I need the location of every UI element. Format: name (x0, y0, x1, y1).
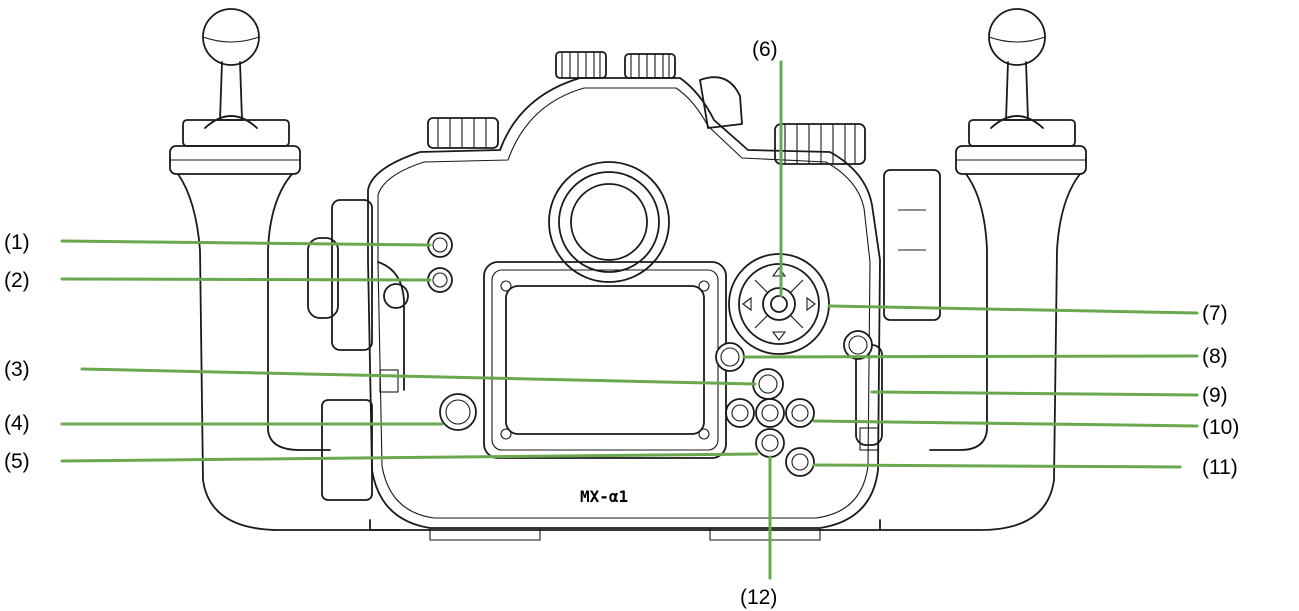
callout-3: (3) (4, 358, 30, 381)
callout-11: (11) (1202, 456, 1238, 479)
callout-7: (7) (1202, 302, 1228, 325)
callout-labels: (1) (2) (3) (4) (5) (6) (7) (8) (9) (10)… (4, 38, 1239, 609)
button-10 (785, 398, 815, 428)
button-9 (843, 330, 873, 360)
callout-4: (4) (4, 412, 30, 435)
callout-2: (2) (4, 269, 30, 292)
housing-body (367, 77, 881, 541)
callout-10: (10) (1202, 416, 1239, 439)
button-11 (785, 447, 815, 477)
right-latches (855, 169, 941, 451)
lcd-window (483, 261, 727, 459)
callout-8: (8) (1202, 345, 1228, 368)
callout-9: (9) (1202, 384, 1228, 407)
button-3 (752, 368, 784, 400)
button-5 (755, 428, 785, 458)
viewfinder (548, 161, 670, 283)
button-12-left (725, 398, 755, 428)
button-12-center (755, 398, 785, 428)
button-1 (427, 232, 453, 258)
callout-12: (12) (740, 586, 777, 609)
button-8 (715, 342, 745, 372)
button-4 (439, 393, 477, 431)
model-label: MX-α1 (580, 487, 628, 506)
leader-lines (60, 60, 1199, 580)
callout-6: (6) (752, 38, 778, 61)
callout-5: (5) (4, 450, 30, 473)
buttons (427, 232, 873, 477)
button-2 (427, 267, 453, 293)
top-dials (427, 51, 866, 165)
left-handle (169, 8, 401, 531)
callout-1: (1) (4, 231, 30, 254)
right-handle (879, 8, 1087, 531)
control-dial (728, 253, 830, 355)
left-latches (307, 199, 409, 501)
